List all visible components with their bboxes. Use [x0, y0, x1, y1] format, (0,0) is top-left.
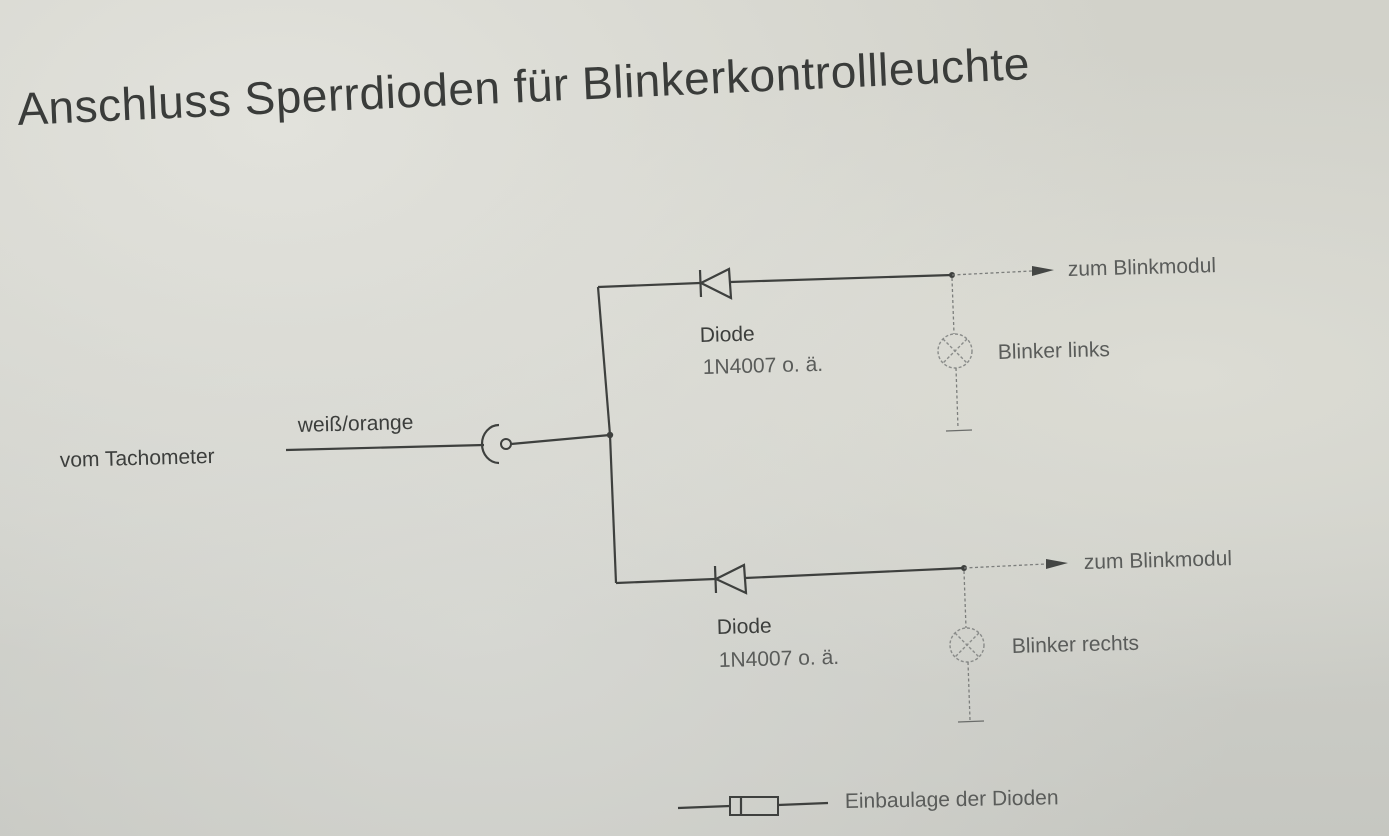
legend-label: Einbaulage der Dioden	[845, 786, 1059, 813]
top-output-line	[951, 266, 1054, 276]
source-label: vom Tachometer	[60, 445, 215, 472]
top-branch-wire	[597, 273, 953, 289]
left-lamp-circuit	[937, 277, 973, 432]
wire-color-label: weiß/orange	[297, 411, 414, 437]
lamp-left-label: Blinker links	[998, 338, 1111, 364]
diagram-title: Anschluss Sperrdioden für Blinkerkontrol…	[16, 37, 1031, 135]
bottom-diode-symbol	[713, 563, 748, 595]
branch-bus	[596, 286, 618, 584]
bottom-diode-label: Diode	[717, 615, 772, 639]
right-lamp-circuit	[949, 570, 985, 723]
bottom-output-label: zum Blinkmodul	[1084, 547, 1233, 574]
input-wire	[285, 443, 485, 452]
top-diode-label: Diode	[700, 323, 755, 347]
top-diode-type: 1N4007 o. ä.	[703, 353, 824, 379]
lamp-right-label: Blinker rechts	[1012, 632, 1140, 658]
bottom-branch-wire	[615, 566, 965, 585]
top-diode-symbol	[698, 267, 733, 300]
bottom-output-line	[963, 559, 1068, 569]
connector-plug	[480, 423, 611, 465]
bottom-diode-type: 1N4007 o. ä.	[719, 646, 840, 672]
diode-legend-symbol	[677, 796, 829, 816]
top-output-label: zum Blinkmodul	[1068, 254, 1217, 281]
